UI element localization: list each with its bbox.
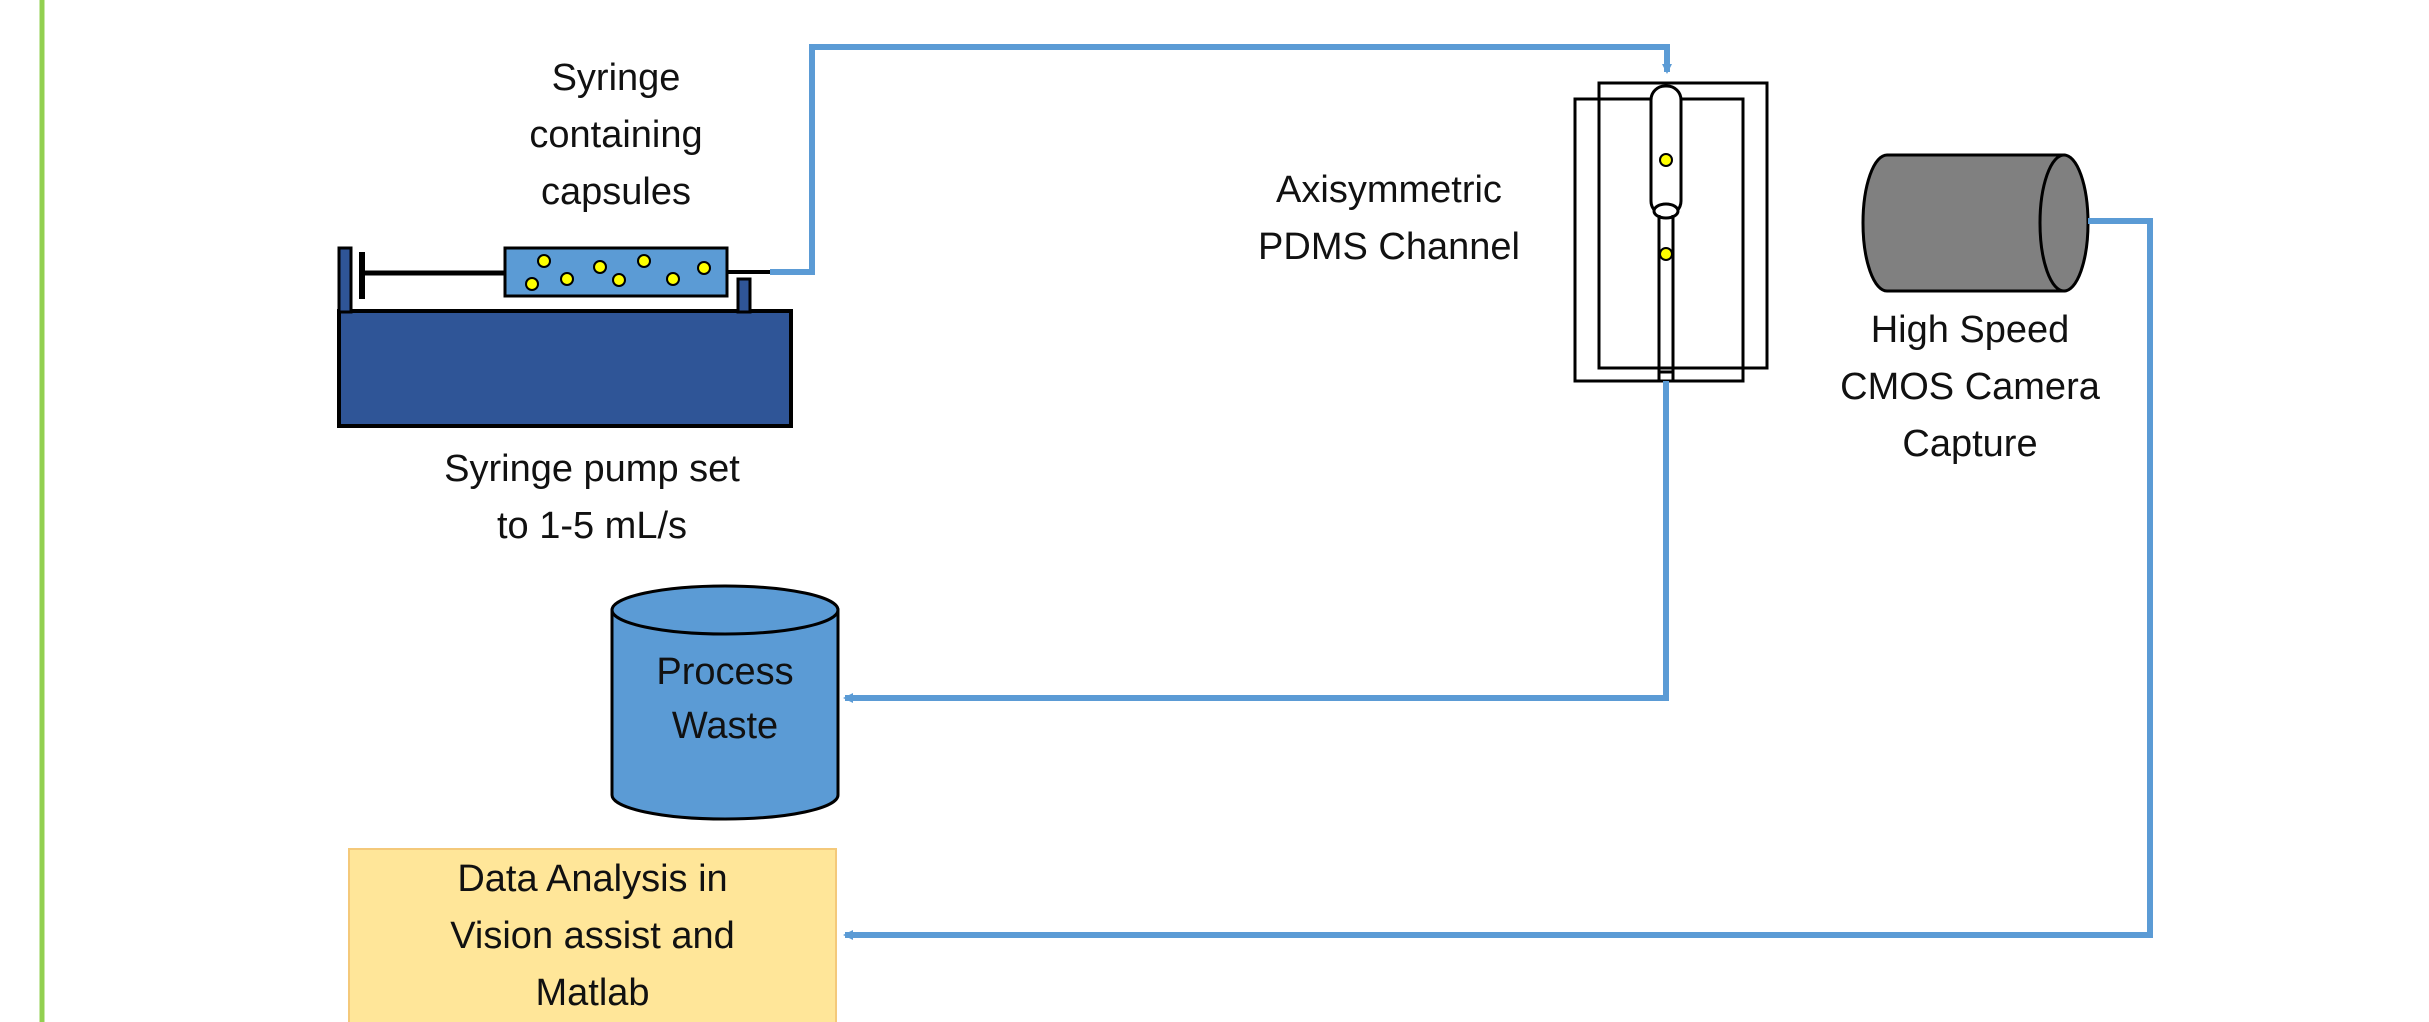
camera-label: High Speed CMOS Camera Capture	[1820, 302, 2120, 473]
pump-body	[337, 309, 793, 428]
camera-icon	[1861, 153, 2090, 293]
pdms-channel-icon	[1573, 81, 1769, 383]
camera-label-line: High Speed	[1870, 309, 2070, 351]
channel-outer-block-b	[1597, 81, 1769, 370]
tank-top	[610, 584, 840, 636]
camera-lens	[2038, 153, 2090, 293]
analysis-label: Data Analysis in Vision assist and Matla…	[349, 851, 836, 1022]
channel-inlet-tube	[1649, 84, 1683, 217]
flow-line-channel-to-waste	[843, 381, 1669, 703]
waste-label-line: Waste	[671, 705, 779, 747]
syringe-icon	[359, 246, 770, 299]
pump-left-post	[337, 246, 353, 314]
capsule	[637, 254, 651, 268]
analysis-box	[348, 848, 837, 1022]
camera-body	[1861, 153, 2066, 293]
flow-line-camera-to-analysis	[843, 218, 2153, 940]
channel-tube-opening	[1652, 202, 1680, 220]
capsule	[537, 254, 551, 268]
flow-line-syringe-to-channel	[770, 44, 1672, 275]
capsule	[593, 260, 607, 274]
pump-label-line: Syringe pump set	[444, 448, 740, 490]
pump-right-post	[736, 277, 752, 314]
channel-label-line: Axisymmetric	[1276, 169, 1502, 211]
syringe-pump-icon	[337, 246, 793, 428]
capsule	[612, 273, 626, 287]
waste-label-line: Process	[656, 651, 794, 693]
channel-outlet	[1657, 370, 1675, 383]
capsule	[560, 272, 574, 286]
capsule	[1659, 153, 1673, 167]
capsule	[697, 261, 711, 275]
waste-tank-icon	[610, 584, 840, 821]
syringe-label: Syringe containing capsules	[466, 50, 766, 221]
analysis-label-line: Vision assist and	[450, 915, 735, 957]
syringe-label-line: Syringe	[551, 57, 681, 99]
pump-label-line: to 1-5 mL/s	[496, 505, 688, 547]
capsule	[1659, 247, 1673, 261]
pump-label: Syringe pump set to 1-5 mL/s	[392, 441, 792, 555]
analysis-label-line: Matlab	[535, 972, 650, 1014]
camera-label-line: CMOS Camera	[1840, 366, 2100, 408]
capsules	[525, 254, 711, 291]
channel-label-line: PDMS Channel	[1258, 226, 1520, 268]
capsule	[525, 277, 539, 291]
syringe-barrel	[503, 246, 729, 298]
waste-label: Process Waste	[612, 645, 838, 753]
syringe-label-line: containing	[529, 114, 703, 156]
tank-body	[610, 608, 840, 821]
channel-label: Axisymmetric PDMS Channel	[1209, 162, 1569, 276]
syringe-label-line: capsules	[541, 171, 691, 213]
capsule	[666, 272, 680, 286]
camera-label-line: Capture	[1902, 423, 2038, 465]
analysis-label-line: Data Analysis in	[457, 858, 728, 900]
